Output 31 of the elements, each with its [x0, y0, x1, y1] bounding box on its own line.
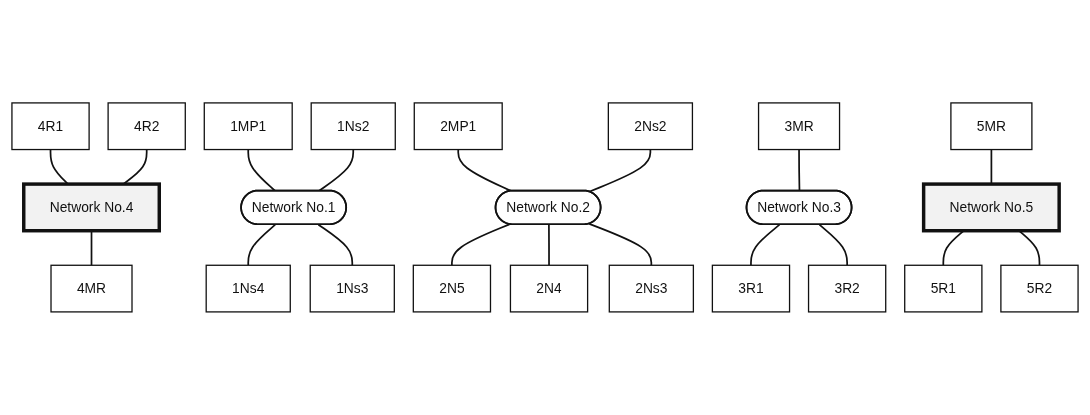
node-box: 5R2: [1000, 264, 1079, 313]
node-box: 2N4: [509, 264, 589, 313]
connector: [317, 148, 355, 192]
node-box: 3MR: [757, 102, 841, 151]
connector: [588, 223, 653, 267]
node-box: 2Ns2: [607, 102, 694, 151]
connector: [818, 223, 848, 267]
connector: [588, 148, 652, 193]
connector: [750, 223, 781, 267]
connector: [798, 148, 801, 192]
node-box: 5MR: [950, 102, 1033, 151]
connector: [451, 223, 511, 267]
node-box: 4MR: [50, 264, 133, 313]
node-box: Network No.4: [22, 182, 161, 233]
node-box: 4R1: [11, 102, 90, 151]
node-box: 2Ns3: [608, 264, 695, 313]
connector: [247, 148, 277, 192]
node-box: 3R2: [807, 264, 887, 313]
node-box: 1MP1: [203, 102, 293, 151]
node-box: 1Ns4: [205, 264, 291, 313]
connector: [317, 223, 354, 267]
node-box: 1Ns3: [309, 264, 395, 313]
connector: [548, 223, 550, 267]
node-box: 2N5: [412, 264, 492, 313]
node-box: 1Ns2: [310, 102, 396, 151]
node-box: Network No.5: [921, 182, 1061, 233]
node-box: 2MP1: [413, 102, 503, 151]
node-box: 3R1: [711, 264, 791, 313]
node-box: 4R2: [107, 102, 186, 151]
node-box: 5R1: [904, 264, 983, 313]
connector: [247, 223, 277, 267]
